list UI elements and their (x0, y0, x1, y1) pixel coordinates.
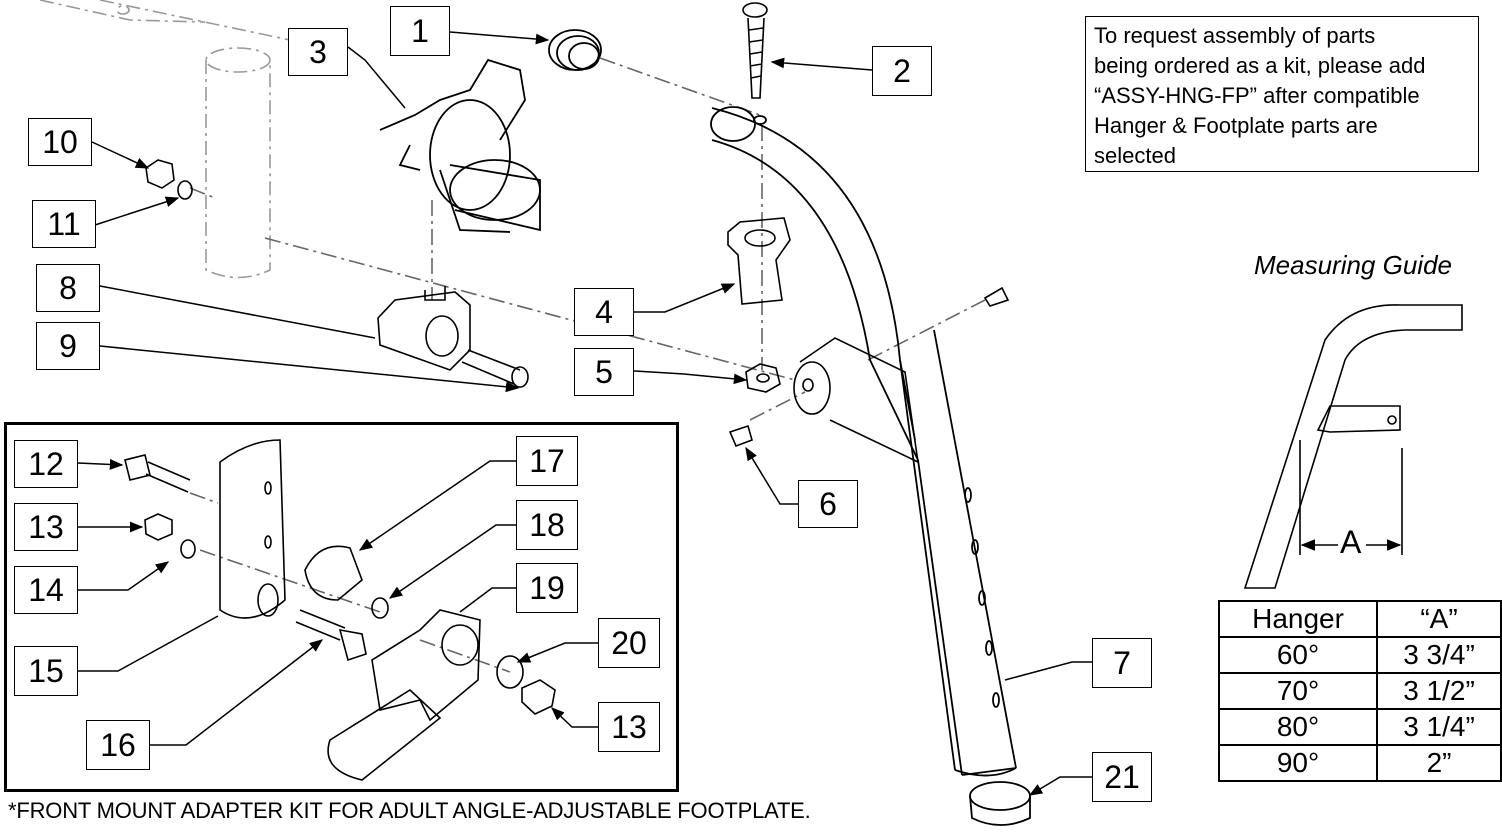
table-cell: 60° (1217, 636, 1379, 674)
note-line: selected (1094, 143, 1176, 168)
callout-5: 5 (574, 348, 634, 396)
screw-2 (742, 2, 768, 99)
clamp-8 (377, 286, 471, 371)
nut-10-washer-11 (145, 159, 193, 200)
callout-13: 13 (14, 503, 78, 551)
bushing-4 (727, 217, 791, 305)
callout-15: 15 (14, 646, 78, 696)
table-row: 90° 2” (1217, 744, 1502, 782)
table-cell: 70° (1217, 672, 1379, 710)
table-cell: 80° (1217, 708, 1379, 746)
table-cell: 3 1/2” (1376, 672, 1502, 710)
callout-16: 16 (86, 720, 150, 770)
callout-20: 20 (598, 618, 660, 668)
table-cell: 3 1/4” (1376, 708, 1502, 746)
callout-12: 12 (14, 440, 78, 488)
table-cell: 2” (1376, 744, 1502, 782)
callout-21: 21 (1092, 752, 1152, 802)
table-cell: 3 3/4” (1376, 636, 1502, 674)
table-row: 80° 3 1/4” (1217, 708, 1502, 746)
callout-9: 9 (36, 322, 100, 370)
table-row: 70° 3 1/2” (1217, 672, 1502, 710)
table-cell: 90° (1217, 744, 1379, 782)
note-line: “ASSY-HNG-FP” after compatible (1094, 83, 1420, 108)
table-header-row: Hanger “A” (1217, 600, 1502, 638)
note-line: Hanger & Footplate parts are (1094, 113, 1378, 138)
end-cap-21 (969, 781, 1031, 826)
callout-8: 8 (36, 264, 100, 312)
frame-tube-ghost (39, 0, 291, 279)
callout-14: 14 (14, 566, 78, 614)
kit-frame (4, 422, 679, 792)
callout-13-b: 13 (598, 702, 660, 752)
nut-5 (745, 363, 781, 393)
callout-10: 10 (28, 118, 92, 166)
leader-lines (77, 31, 1092, 796)
bolt-9 (461, 349, 529, 388)
assembly-note: To request assembly of parts being order… (1085, 16, 1479, 172)
bumper-part (548, 29, 602, 71)
callout-1: 1 (390, 6, 450, 56)
note-line: To request assembly of parts (1094, 23, 1376, 48)
measuring-guide-title: Measuring Guide (1254, 250, 1452, 280)
header-hanger: Hanger (1217, 600, 1379, 638)
header-a: “A” (1376, 600, 1502, 638)
table-row: 60° 3 3/4” (1217, 636, 1502, 674)
dimension-a-label: A (1340, 524, 1362, 560)
assembly-axes (189, 57, 986, 673)
note-line: being ordered as a kit, please add (1094, 53, 1426, 78)
callout-11: 11 (32, 200, 96, 248)
callout-19: 19 (516, 563, 578, 613)
callout-3: 3 (288, 28, 348, 76)
hanger-tube (710, 106, 1017, 777)
callout-2: 2 (872, 46, 932, 96)
callout-4: 4 (574, 288, 634, 336)
kit-footnote: *FRONT MOUNT ADAPTER KIT FOR ADULT ANGLE… (8, 798, 811, 823)
lever-part (379, 58, 541, 233)
callout-6: 6 (798, 480, 858, 528)
callout-7: 7 (1092, 638, 1152, 688)
callout-17: 17 (516, 436, 578, 486)
hanger-table: Hanger “A” 60° 3 3/4” 70° 3 1/2” 80° 3 1… (1217, 600, 1502, 782)
hanger-bracket (793, 337, 920, 464)
kit-parts (124, 439, 556, 781)
screws-6 (728, 286, 1010, 448)
callout-18: 18 (516, 500, 578, 550)
measuring-guide-drawing (1243, 304, 1463, 589)
